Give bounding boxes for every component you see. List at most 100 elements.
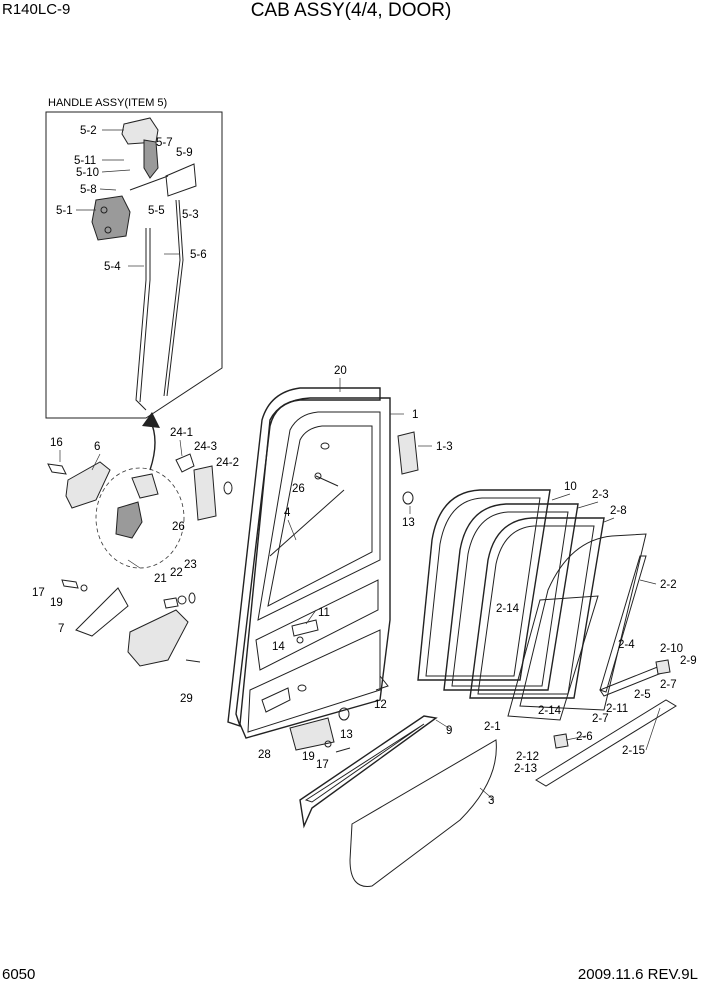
part-28-outer-handle <box>289 717 335 751</box>
part-12-rod <box>375 675 389 691</box>
part-19-washer <box>324 740 332 748</box>
callout-5-6: 5-6 <box>190 249 207 261</box>
callout-5-1: 5-1 <box>56 205 73 217</box>
callout-24-3: 24-3 <box>194 441 217 453</box>
leader <box>287 519 297 541</box>
door-bottom-panel <box>247 629 381 733</box>
part-5-8-link <box>129 175 169 191</box>
callout-9: 9 <box>446 725 452 737</box>
part-5-2-handle <box>121 117 159 145</box>
part-2-4-rail <box>599 555 647 693</box>
part-24-2 <box>223 481 233 495</box>
callout-2-11: 2-11 <box>606 703 628 715</box>
part-9-seal-inner <box>304 723 425 803</box>
callout-19-upper: 19 <box>50 597 63 609</box>
callout-2-14-lower: 2-14 <box>538 705 562 717</box>
callout-14: 14 <box>272 641 285 653</box>
callout-2-1: 2-1 <box>484 721 501 733</box>
callout-24-1: 24-1 <box>170 427 193 439</box>
part-7-cover <box>75 587 129 637</box>
part-5-1-lock <box>91 195 131 241</box>
lock-hole <box>100 206 108 214</box>
part-16-bolt <box>47 463 67 475</box>
callout-5-9: 5-9 <box>176 147 193 159</box>
handle-knob-detail <box>131 473 159 499</box>
callout-5-8: 5-8 <box>80 184 97 196</box>
part-5-3-plate <box>165 163 197 197</box>
callout-2-7-upper: 2-7 <box>660 679 677 691</box>
part-2-2-glass <box>519 533 647 711</box>
part-2-3-frame-inner <box>451 511 569 687</box>
inset-title: HANDLE ASSY(ITEM 5) <box>48 97 167 109</box>
callout-5-7: 5-7 <box>156 137 173 149</box>
part-9-seal <box>299 715 438 829</box>
part-19-washer <box>80 584 88 592</box>
callout-2-15: 2-15 <box>622 745 645 757</box>
callout-28: 28 <box>258 749 271 761</box>
callout-11: 11 <box>318 607 330 619</box>
callout-1-3: 1-3 <box>436 441 453 453</box>
callout-26-left: 26 <box>172 521 185 533</box>
door-window-opening <box>257 411 381 621</box>
callout-24-2: 24-2 <box>216 457 239 469</box>
door-handle-recess <box>261 687 291 713</box>
callout-6: 6 <box>94 441 100 453</box>
leader-lines <box>59 378 661 801</box>
part-2-8-frame-inner <box>477 525 595 695</box>
part-23-washer <box>188 592 196 604</box>
callout-5-5: 5-5 <box>148 205 165 217</box>
callout-7: 7 <box>58 623 64 635</box>
bolt-head <box>314 472 322 480</box>
callout-2-12: 2-12 <box>516 751 539 763</box>
part-5-4-rod-edge <box>139 228 151 403</box>
part-2-3-frame <box>443 503 579 691</box>
callout-5-2: 5-2 <box>80 125 97 137</box>
callout-2-5: 2-5 <box>634 689 651 701</box>
callout-4: 4 <box>284 507 291 519</box>
callout-2-2: 2-2 <box>660 579 677 591</box>
callout-13-lower: 13 <box>340 729 353 741</box>
door-lower-panel <box>255 579 379 671</box>
callout-23: 23 <box>184 559 197 571</box>
part-24-1 <box>175 453 195 473</box>
callout-22: 22 <box>170 567 183 579</box>
part-2-9-block <box>655 659 671 675</box>
callout-5-4: 5-4 <box>104 261 121 273</box>
part-5-7-lever <box>143 139 159 179</box>
inset-frame <box>45 111 223 419</box>
part-29-pin <box>185 659 201 663</box>
door-hole <box>297 684 307 692</box>
part-5-4-rod <box>135 228 147 411</box>
callout-2-4: 2-4 <box>618 639 635 651</box>
callout-3: 3 <box>488 795 494 807</box>
part-5-6-rod-edge <box>166 199 184 397</box>
part-11-handle <box>291 619 319 637</box>
part-14-screw <box>296 636 304 644</box>
part-17-bolt <box>61 579 79 589</box>
callout-2-7-lower: 2-7 <box>592 713 609 725</box>
part-5-6-rod <box>163 199 181 397</box>
page-number: 6050 <box>2 966 36 983</box>
callout-5-10: 5-10 <box>76 167 99 179</box>
callout-1: 1 <box>412 409 418 421</box>
handle-assy-inset: HANDLE ASSY(ITEM 5) <box>45 97 223 419</box>
model-code: R140LC-9 <box>2 1 71 18</box>
callout-17-lower: 17 <box>316 759 329 771</box>
lock-hole <box>104 226 112 234</box>
callout-5-3: 5-3 <box>182 209 199 221</box>
callout-2-6: 2-6 <box>576 731 593 743</box>
callout-2-13: 2-13 <box>514 763 537 775</box>
part-13-plug <box>338 707 350 721</box>
leader <box>127 559 141 569</box>
part-2-1-glass <box>507 595 599 721</box>
callout-13-top: 13 <box>402 517 415 529</box>
part-10-seal <box>417 489 551 681</box>
leader <box>99 188 117 191</box>
door-outer <box>239 397 391 739</box>
inset-pointer-arrow <box>149 419 156 471</box>
part-1-3-hinge <box>397 431 419 475</box>
callout-21: 21 <box>154 573 167 585</box>
arrow-head <box>142 412 160 428</box>
callout-2-14-upper: 2-14 <box>496 603 520 615</box>
